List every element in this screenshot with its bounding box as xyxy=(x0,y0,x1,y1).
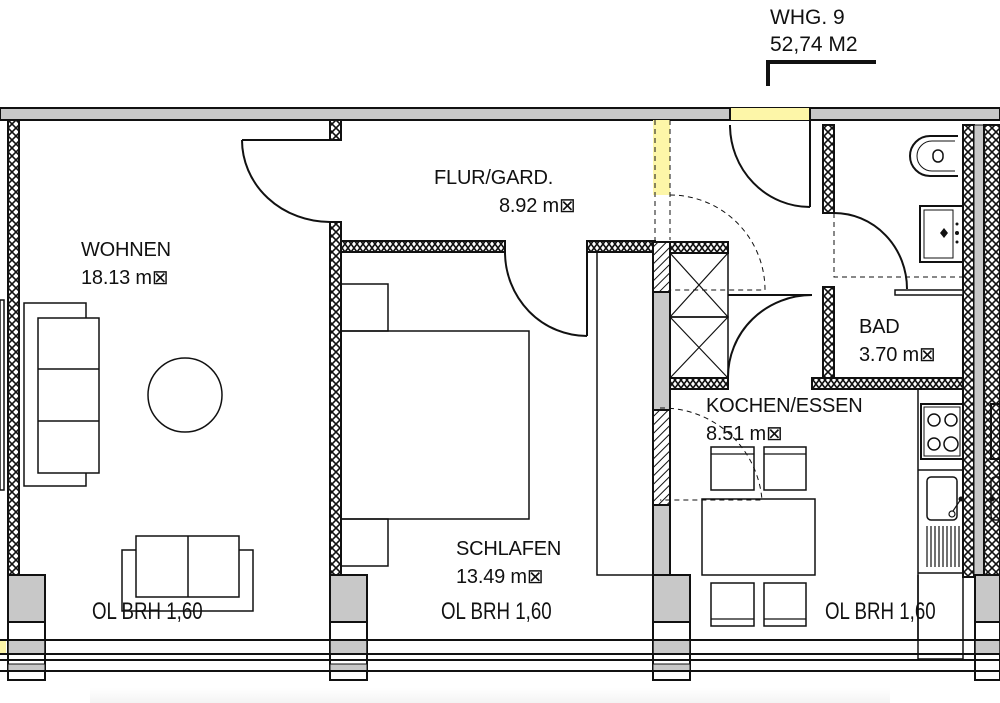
round-table xyxy=(147,357,223,433)
neighbor-kitchen xyxy=(989,403,1000,521)
wall-left-outer xyxy=(0,299,5,491)
door-swing-dashed-kitchen xyxy=(659,407,763,501)
bathroom-walls xyxy=(811,124,1000,578)
unit-name: WHG. 9 xyxy=(770,6,845,29)
window-label-wohnen: OL BRH 1,60 xyxy=(92,598,203,625)
bed xyxy=(340,283,530,567)
room-area-bad: 3.70 m⊠ xyxy=(859,344,936,366)
room-name-wohnen: WOHNEN xyxy=(81,239,171,261)
window-label-kochen: OL BRH 1,60 xyxy=(825,598,936,625)
door-schlafen xyxy=(504,251,588,337)
window-label-schlafen: OL BRH 1,60 xyxy=(441,598,552,625)
door-wohnen xyxy=(241,139,331,223)
room-name-kochen: KOCHEN/ESSEN xyxy=(706,395,863,417)
wardrobe xyxy=(596,251,655,576)
sofa-three-seater xyxy=(23,302,100,487)
bottom-shadow xyxy=(90,688,890,703)
room-area-wohnen: 18.13 m⊠ xyxy=(81,267,169,289)
room-area-flur: 8.92 m⊠ xyxy=(499,195,576,217)
window-piers xyxy=(0,574,1000,681)
room-name-bad: BAD xyxy=(859,316,900,338)
shaft xyxy=(669,241,729,390)
wall-schlafen-top-right xyxy=(586,240,656,253)
exterior-wall-top xyxy=(0,107,1000,240)
window-sills xyxy=(0,639,1000,672)
wall-wohnen-schlafen xyxy=(329,221,342,576)
sofa-two-seater xyxy=(121,535,254,612)
wall-left xyxy=(7,119,20,576)
dining-set xyxy=(701,446,816,627)
room-area-schlafen: 13.49 m⊠ xyxy=(456,566,544,588)
door-entrance xyxy=(729,124,811,208)
room-name-flur: FLUR/GARD. xyxy=(434,167,554,189)
room-name-schlafen: SCHLAFEN xyxy=(456,538,562,560)
room-area-kochen: 8.51 m⊠ xyxy=(706,423,783,445)
unit-area: 52,74 M2 xyxy=(770,33,858,56)
door-bathroom xyxy=(833,212,963,290)
door-swing-dashed xyxy=(669,194,766,291)
wall-wohnen-schlafen-top xyxy=(329,119,342,141)
wall-schlafen-kochen xyxy=(652,241,671,576)
wall-schlafen-top-left xyxy=(340,240,506,253)
sink-icon xyxy=(919,205,964,263)
unit-marker xyxy=(766,60,876,86)
door-kitchen xyxy=(727,294,813,378)
toilet-icon xyxy=(909,135,958,177)
